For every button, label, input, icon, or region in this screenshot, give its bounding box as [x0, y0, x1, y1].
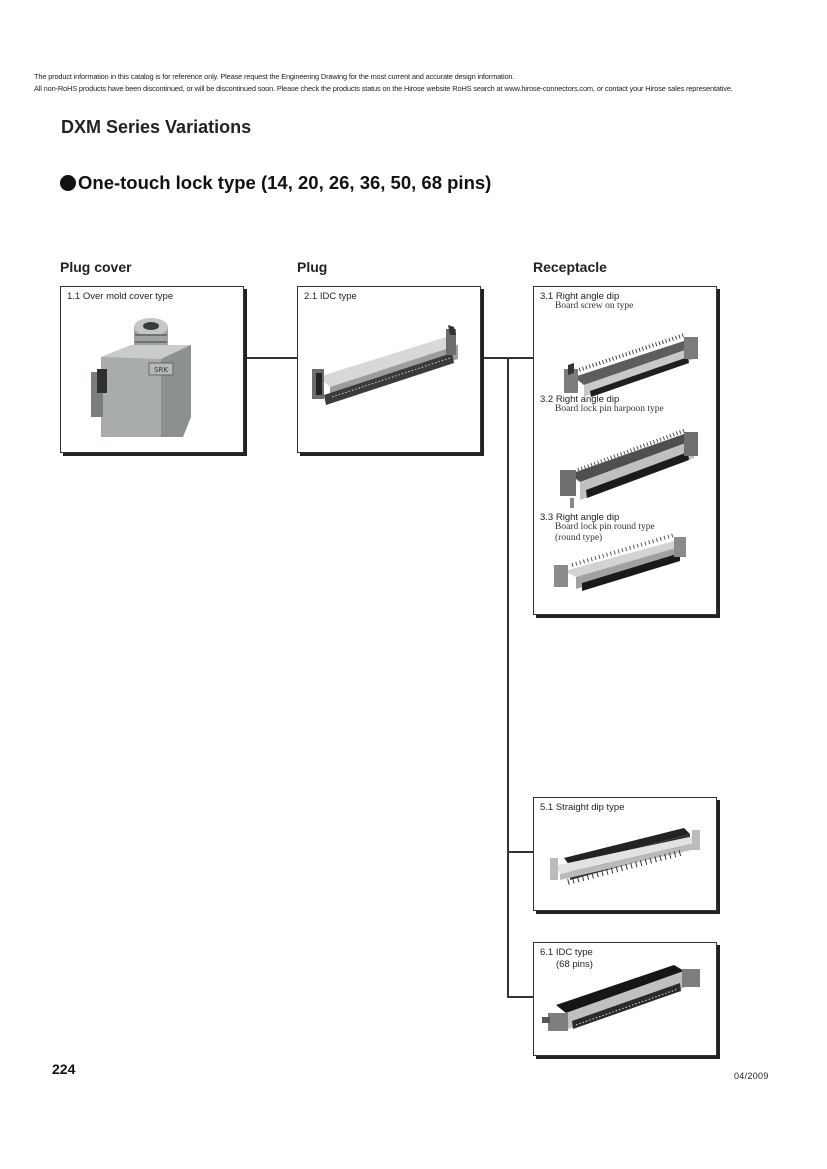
bullet-icon	[60, 175, 76, 191]
product-sub-6-1: (68 pins)	[556, 959, 593, 970]
right-angle-receptacle-icon-1	[564, 333, 698, 397]
product-sub-3-1: Board screw on type	[555, 301, 634, 311]
connector-line-plug-receptacle	[480, 357, 533, 359]
connector-line-vertical	[507, 357, 509, 997]
disclaimer-line-2: All non-RoHS products have been disconti…	[34, 84, 733, 93]
product-label-1-1: 1.1 Over mold cover type	[67, 291, 174, 302]
idc-plug-icon	[312, 325, 458, 405]
product-label-3-3: 3.3 Right angle dip	[540, 512, 620, 523]
product-label-3-1: 3.1 Right angle dip	[540, 291, 620, 302]
product-sub2-3-3: (round type)	[555, 533, 603, 543]
product-card-6-1[interactable]: 6.1 IDC type (68 pins)	[533, 942, 717, 1056]
product-label-3-2: 3.2 Right angle dip	[540, 394, 620, 405]
connector-line-5-1	[507, 851, 533, 853]
section-subtitle-text: One-touch lock type (14, 20, 26, 36, 50,…	[78, 172, 492, 193]
right-angle-receptacle-icon-3	[554, 533, 686, 591]
straight-dip-receptacle-icon	[550, 828, 700, 885]
disclaimer-line-1: The product information in this catalog …	[34, 72, 515, 81]
product-card-2-1[interactable]: 2.1 IDC type	[297, 286, 481, 453]
product-card-receptacle-3[interactable]: 3.1 Right angle dip Board screw on type …	[533, 286, 717, 615]
over-mold-cover-icon: SRK	[91, 318, 191, 437]
right-angle-receptacle-icon-2	[560, 428, 698, 508]
connector-line-6-1	[507, 996, 533, 998]
page-number: 224	[52, 1061, 76, 1077]
idc-receptacle-icon	[542, 965, 700, 1031]
section-subtitle: One-touch lock type (14, 20, 26, 36, 50,…	[60, 172, 491, 194]
column-header-receptacle: Receptacle	[533, 259, 607, 275]
revision-date: 04/2009	[734, 1071, 769, 1081]
column-header-plug-cover: Plug cover	[60, 259, 132, 275]
product-label-6-1: 6.1 IDC type	[540, 947, 593, 958]
product-label-5-1: 5.1 Straight dip type	[540, 802, 625, 813]
product-label-2-1: 2.1 IDC type	[304, 291, 357, 302]
connector-line-cover-plug	[244, 357, 297, 359]
product-card-1-1[interactable]: 1.1 Over mold cover type SRK	[60, 286, 244, 453]
product-sub-3-2: Board lock pin harpoon type	[555, 404, 664, 414]
product-sub-3-3: Board lock pin round type	[555, 522, 655, 532]
product-card-5-1[interactable]: 5.1 Straight dip type	[533, 797, 717, 911]
cover-marking: SRK	[154, 366, 168, 374]
page-title: DXM Series Variations	[61, 117, 252, 137]
column-header-plug: Plug	[297, 259, 328, 275]
